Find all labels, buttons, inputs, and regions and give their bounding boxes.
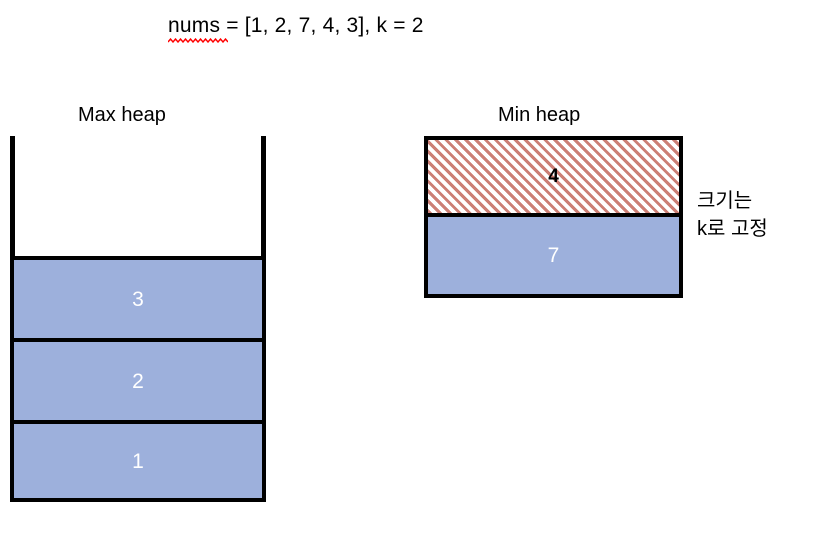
size-annotation: 크기는 k로 고정 <box>697 187 768 244</box>
misspelled-word-text: nums <box>168 14 221 37</box>
min-heap-cell-value: 7 <box>547 244 560 267</box>
max-heap-cell-stack: 3 2 1 <box>10 256 266 502</box>
spellcheck-squiggle-icon <box>168 38 228 43</box>
max-heap-cell-value: 3 <box>132 287 144 311</box>
problem-statement: nums = [1, 2, 7, 4, 3], k = 2 <box>168 14 424 43</box>
size-annotation-line-2: k로 고정 <box>697 218 768 241</box>
min-heap-cell-highlighted: 4 <box>428 140 679 217</box>
min-heap-cell-value: 4 <box>548 166 559 187</box>
max-heap-cell: 2 <box>10 338 266 420</box>
min-heap-container: 4 7 <box>424 136 683 298</box>
misspelled-word-nums: nums <box>168 14 228 43</box>
max-heap-cell: 3 <box>10 256 266 338</box>
max-heap-cell-value: 1 <box>132 449 144 473</box>
max-heap-cell-value: 2 <box>132 369 144 393</box>
problem-statement-rest: = [1, 2, 7, 4, 3], k = 2 <box>220 14 424 37</box>
min-heap-heading: Min heap <box>498 104 581 126</box>
size-annotation-line-1: 크기는 <box>697 190 753 212</box>
max-heap-container: 3 2 1 <box>10 136 266 502</box>
max-heap-heading: Max heap <box>78 104 166 126</box>
min-heap-cell: 7 <box>428 217 679 294</box>
max-heap-cell: 1 <box>10 420 266 502</box>
